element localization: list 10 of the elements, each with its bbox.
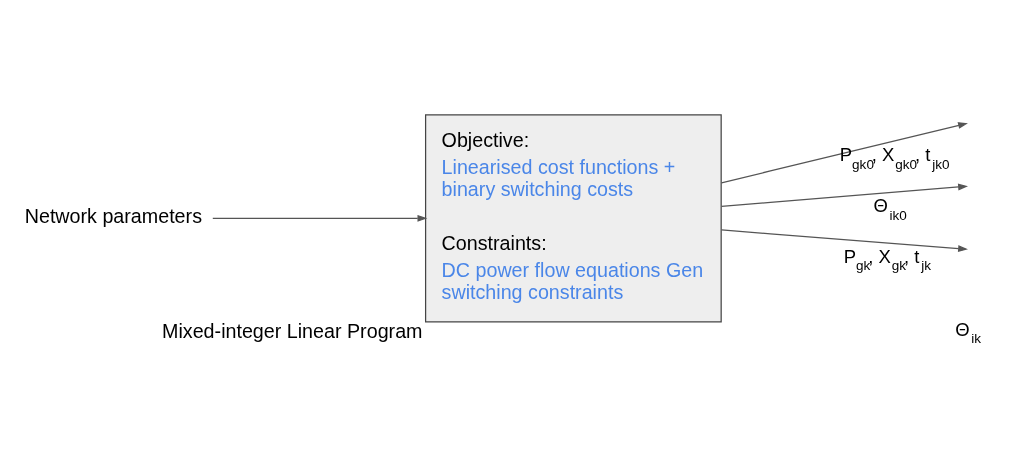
- arrow: [720, 183, 968, 207]
- edge-label: P$_{gk}$, X$_{gk}$, t$_{jk}$: [843, 245, 932, 274]
- node-text: Network parameters: [24, 205, 202, 228]
- node-box: Objective: Linearised cost functions + binary switching costs Constraints: DC power flow equations Gen switching constraints: [425, 114, 722, 323]
- arrow: [212, 214, 428, 222]
- node-label: Mixed-integer Linear Program: [162, 319, 423, 342]
- edge-label: Θ$_{ik0}$: [873, 195, 907, 223]
- arrow: [720, 122, 968, 184]
- label: Θ$_{ik}$: [955, 318, 981, 347]
- arrow: [720, 229, 968, 252]
